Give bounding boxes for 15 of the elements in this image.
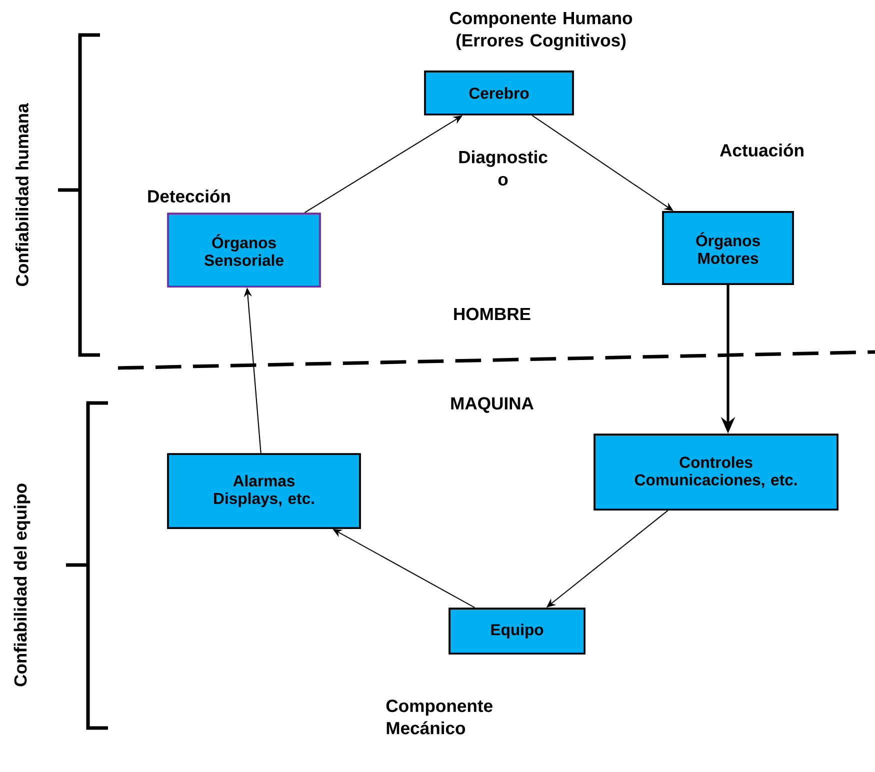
label: MAQUINA [451, 397, 534, 413]
process-box: Equipo [448, 608, 586, 654]
process-box: Cerebro [424, 70, 574, 116]
process-box: Órganos Sensoriale [167, 212, 321, 288]
process-box: Órganos Motores [662, 211, 794, 285]
node-caption: Componente Mecánico [386, 700, 492, 734]
label: Diagnostic o [459, 150, 548, 186]
node-caption: Componente Humano (Errores Cognitivos) [450, 12, 632, 50]
label: Actuación [720, 143, 804, 157]
process-box: Controles Comunicaciones, etc. [594, 434, 838, 510]
side-label: Confiabilidad humana [16, 103, 28, 286]
label: HOMBRE [454, 308, 530, 320]
node-caption: Detección [148, 189, 230, 203]
side-label: Confiabilidad del equipo [14, 484, 30, 686]
process-box: Alarmas Displays, etc. [167, 453, 361, 529]
